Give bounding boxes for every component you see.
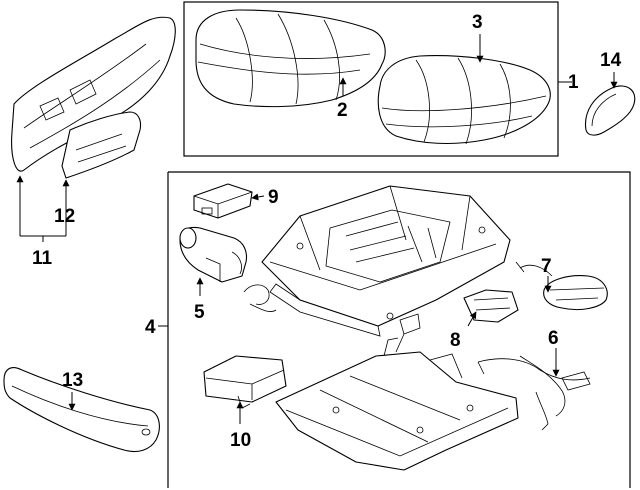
callout-11: 11 — [32, 248, 53, 269]
callout-8: 8 — [450, 330, 461, 351]
part-7-pump — [515, 261, 608, 311]
callout-9: 9 — [268, 187, 279, 208]
part-3-seat-cover — [377, 55, 551, 145]
leader-9 — [251, 193, 265, 201]
part-8-connector — [463, 289, 519, 323]
callout-3: 3 — [472, 12, 483, 33]
callout-4: 4 — [145, 317, 156, 338]
callout-6: 6 — [548, 328, 559, 349]
part-6-harness — [477, 355, 591, 431]
callout-13: 13 — [62, 370, 83, 391]
callout-5: 5 — [194, 302, 205, 323]
part-2-cushion-pad — [195, 9, 386, 108]
frame-group-frame — [167, 171, 631, 488]
cushion-group-frame — [183, 1, 559, 157]
part-13-trim-panel — [3, 367, 160, 453]
part-5-motor — [179, 226, 277, 312]
part-10-module — [203, 355, 287, 409]
callout-10: 10 — [230, 430, 251, 451]
part-9-module — [193, 183, 253, 219]
part-4-seat-frame — [261, 185, 511, 337]
leader-8 — [467, 311, 477, 327]
part-14-cover — [584, 85, 636, 136]
callout-1: 1 — [568, 72, 579, 93]
callout-12: 12 — [54, 206, 75, 227]
leader-11-bracket — [20, 235, 66, 242]
callout-7: 7 — [541, 256, 552, 277]
part-11-side-shield — [11, 16, 176, 172]
callout-2: 2 — [337, 100, 348, 121]
part-12-switch-panel — [61, 111, 142, 179]
seat-track-frame — [275, 333, 519, 471]
callout-14: 14 — [600, 50, 622, 71]
